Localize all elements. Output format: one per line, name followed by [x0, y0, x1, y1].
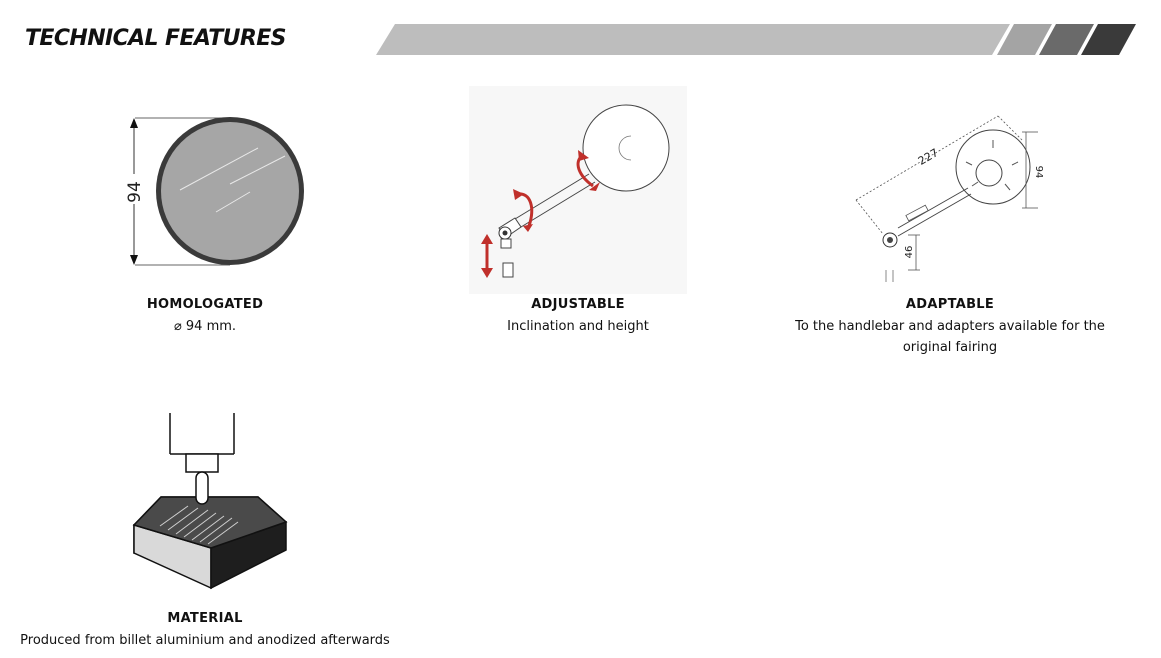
svg-text:94: 94 — [1033, 166, 1044, 179]
feature-label: MATERIAL — [167, 611, 243, 626]
banner-slash-2 — [1039, 24, 1094, 55]
round-mirror-icon: 94 — [124, 117, 304, 266]
svg-text:46: 46 — [904, 246, 915, 259]
feature-adjustable: ADJUSTABLE Inclination and height — [428, 86, 728, 334]
banner-slash-1 — [997, 24, 1052, 55]
feature-description: Produced from billet aluminium and anodi… — [20, 633, 390, 648]
feature-description: Inclination and height — [507, 319, 649, 334]
feature-label: ADJUSTABLE — [531, 297, 625, 312]
header-banner — [376, 24, 1136, 55]
feature-material: MATERIAL Produced from billet aluminium … — [20, 410, 390, 655]
adjustable-mirror-icon — [469, 86, 687, 294]
feature-description: To the handlebar and adapters available … — [795, 319, 1105, 355]
banner-stripe — [376, 24, 1010, 55]
banner-slash-3 — [1081, 24, 1136, 55]
svg-text:227: 227 — [916, 146, 941, 168]
feature-label: HOMOLOGATED — [146, 297, 264, 312]
svg-text:94: 94 — [125, 181, 145, 203]
feature-label: ADAPTABLE — [905, 297, 995, 312]
feature-adaptable: 227 94 46 ADAPTABLE To the handlebar and… — [770, 100, 1130, 360]
feature-description: ⌀ 94 mm. — [173, 319, 237, 334]
feature-homologated: 94 HOMOLOGATED ⌀ 94 mm. — [55, 100, 355, 340]
cnc-milling-icon — [132, 413, 288, 590]
mirror-dimensions-icon: 227 94 46 — [855, 115, 1044, 282]
page-title: TECHNICAL FEATURES — [25, 26, 287, 51]
